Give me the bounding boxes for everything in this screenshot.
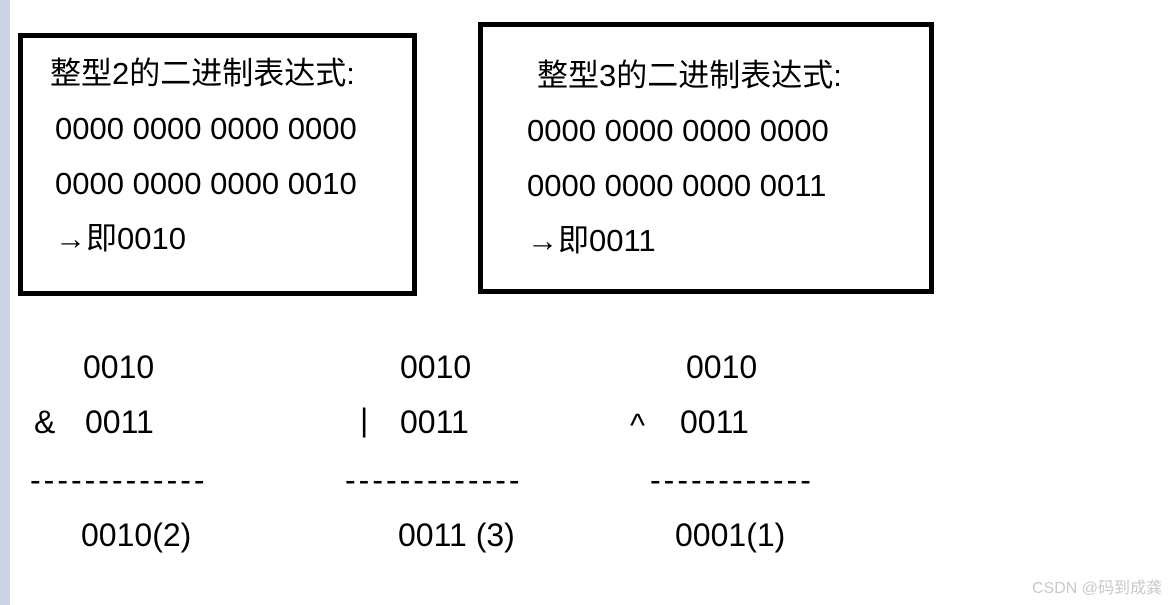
or-operand2: 0011 <box>400 404 469 440</box>
box-int3-conclusion: →即0011 <box>527 223 656 258</box>
or-operand1: 0010 <box>400 349 472 385</box>
box-int2-conclusion: →即0010 <box>55 221 186 256</box>
xor-operand2: 0011 <box>680 404 749 440</box>
and-operator: & <box>34 404 56 440</box>
xor-operand1: 0010 <box>686 349 758 385</box>
box-int3-binary-high: 0000 0000 0000 0000 <box>527 113 829 148</box>
box-int3-title: 整型3的二进制表达式: <box>537 58 842 93</box>
left-margin-strip <box>0 0 10 605</box>
box-int3-binary-low: 0000 0000 0000 0011 <box>527 168 827 203</box>
binary-box-int2: 整型2的二进制表达式: 0000 0000 0000 0000 0000 000… <box>18 33 417 296</box>
or-separator: ------------- <box>345 462 523 498</box>
xor-result: 0001(1) <box>675 517 786 553</box>
binary-box-int3: 整型3的二进制表达式: 0000 0000 0000 0000 0000 000… <box>478 22 934 294</box>
box-int2-binary-low: 0000 0000 0000 0010 <box>55 166 357 201</box>
and-operand1: 0010 <box>83 349 155 385</box>
and-operand2: 0011 <box>85 404 154 440</box>
box-int2-binary-high: 0000 0000 0000 0000 <box>55 111 357 146</box>
xor-operator: ^ <box>630 407 646 443</box>
csdn-watermark: CSDN @码到成龚 <box>1031 580 1162 597</box>
or-result: 0011 (3) <box>398 517 515 553</box>
box-int2-title: 整型2的二进制表达式: <box>50 56 355 91</box>
xor-separator: ------------ <box>650 462 814 498</box>
or-operator: | <box>360 402 369 438</box>
and-result: 0010(2) <box>81 517 192 553</box>
and-separator: ------------- <box>30 462 208 498</box>
